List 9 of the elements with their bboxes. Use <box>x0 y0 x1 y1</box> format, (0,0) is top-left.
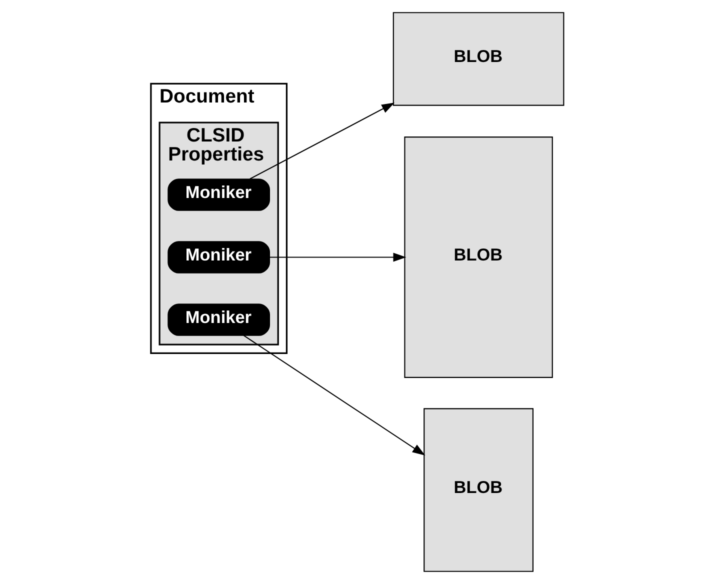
arrow <box>250 102 395 180</box>
node-box: BLOB <box>424 408 534 572</box>
node-box: BLOB <box>392 12 564 106</box>
arrow <box>270 252 406 262</box>
node-box: Moniker <box>168 241 270 274</box>
node-box: Moniker <box>168 304 270 336</box>
node-box: BLOB <box>404 136 553 378</box>
node-box: Moniker <box>168 178 270 211</box>
arrow <box>243 335 426 456</box>
